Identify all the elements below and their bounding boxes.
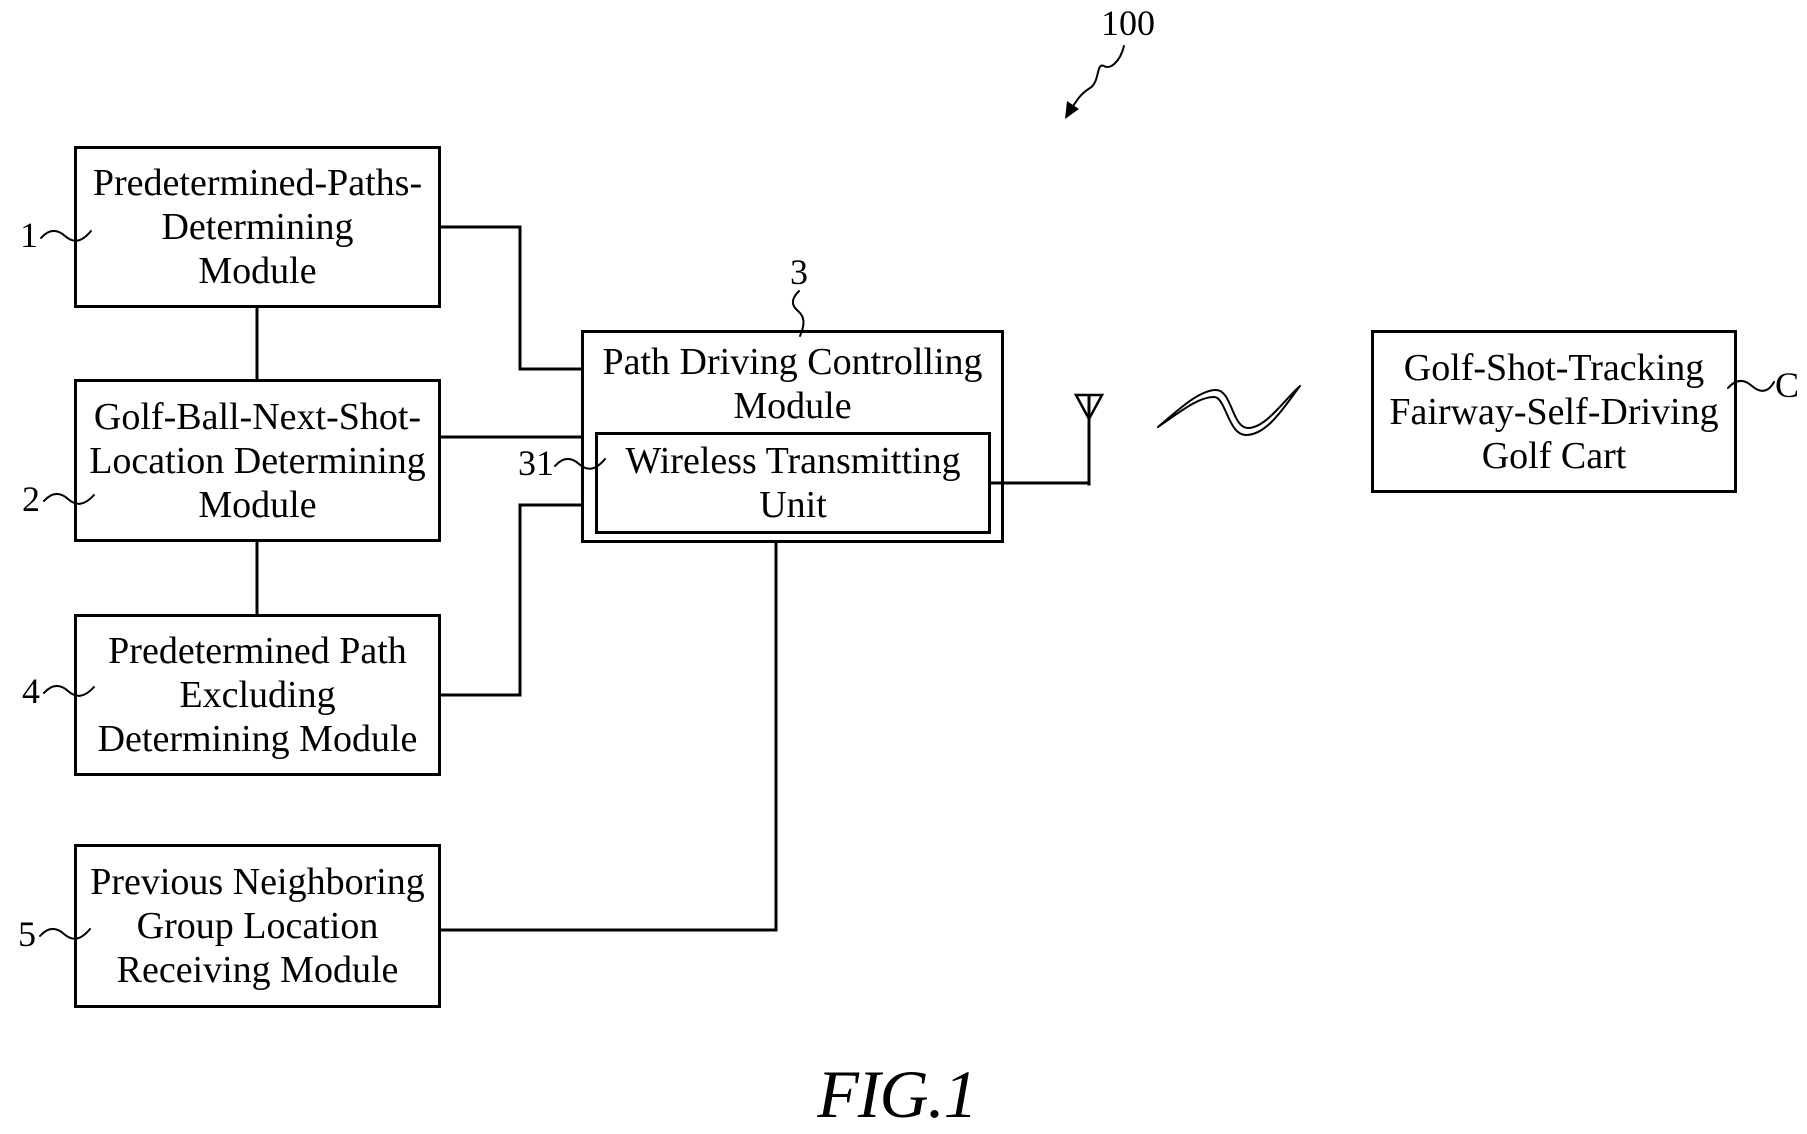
module-label-line: Determining Module [98,717,418,761]
module-label-line: Path Driving Controlling [603,340,983,384]
module-label-line: Module [198,249,316,293]
reference-numeral-31: 31 [518,445,554,481]
module-label-line: Predetermined-Paths- [93,161,422,205]
reference-numeral-3: 3 [790,254,808,290]
predetermined-path-excluding-determining-module: Predetermined Path Excluding Determining… [74,614,441,776]
module-label-line: Previous Neighboring [90,860,425,904]
connector-module-5-to-module-3 [441,541,776,930]
module-label-line: Excluding [179,673,335,717]
reference-numeral-C: C [1775,367,1799,403]
connector-module-1-to-module-3 [441,227,583,369]
module-label-line: Determining [161,205,353,249]
module-label-line: Module [198,483,316,527]
connector-module-4-to-module-3 [441,505,583,695]
reference-numeral-5: 5 [18,916,36,952]
reference-numeral-2: 2 [22,481,40,517]
reference-numeral-100: 100 [1101,5,1155,41]
module-label-line: Golf-Ball-Next-Shot- [94,395,421,439]
module-label-line: Group Location [137,904,379,948]
module-label-line: Unit [759,483,827,527]
golf-cart-box: Golf-Shot-Tracking Fairway-Self-Driving … [1371,330,1737,493]
module-label-line: Predetermined Path [108,629,407,673]
figure-caption: FIG.1 [817,1060,976,1128]
previous-neighboring-group-location-receiving-module: Previous Neighboring Group Location Rece… [74,844,441,1008]
reference-numeral-4: 4 [22,673,40,709]
predetermined-paths-determining-module: Predetermined-Paths- Determining Module [74,146,441,308]
module-label-line: Module [733,384,851,428]
module-label-line: Golf-Shot-Tracking [1404,346,1704,390]
module-label-line: Golf Cart [1482,434,1627,478]
reference-numeral-1: 1 [20,217,38,253]
module-label-line: Location Determining [89,439,426,483]
wireless-transmitting-unit: Wireless Transmitting Unit [595,432,991,534]
module-label-line: Wireless Transmitting [625,439,960,483]
module-label-line: Fairway-Self-Driving [1389,390,1718,434]
path-driving-controlling-module: Path Driving Controlling Module Wireless… [581,330,1004,543]
module-label-line: Receiving Module [117,948,399,992]
golf-ball-next-shot-location-determining-module: Golf-Ball-Next-Shot- Location Determinin… [74,379,441,542]
